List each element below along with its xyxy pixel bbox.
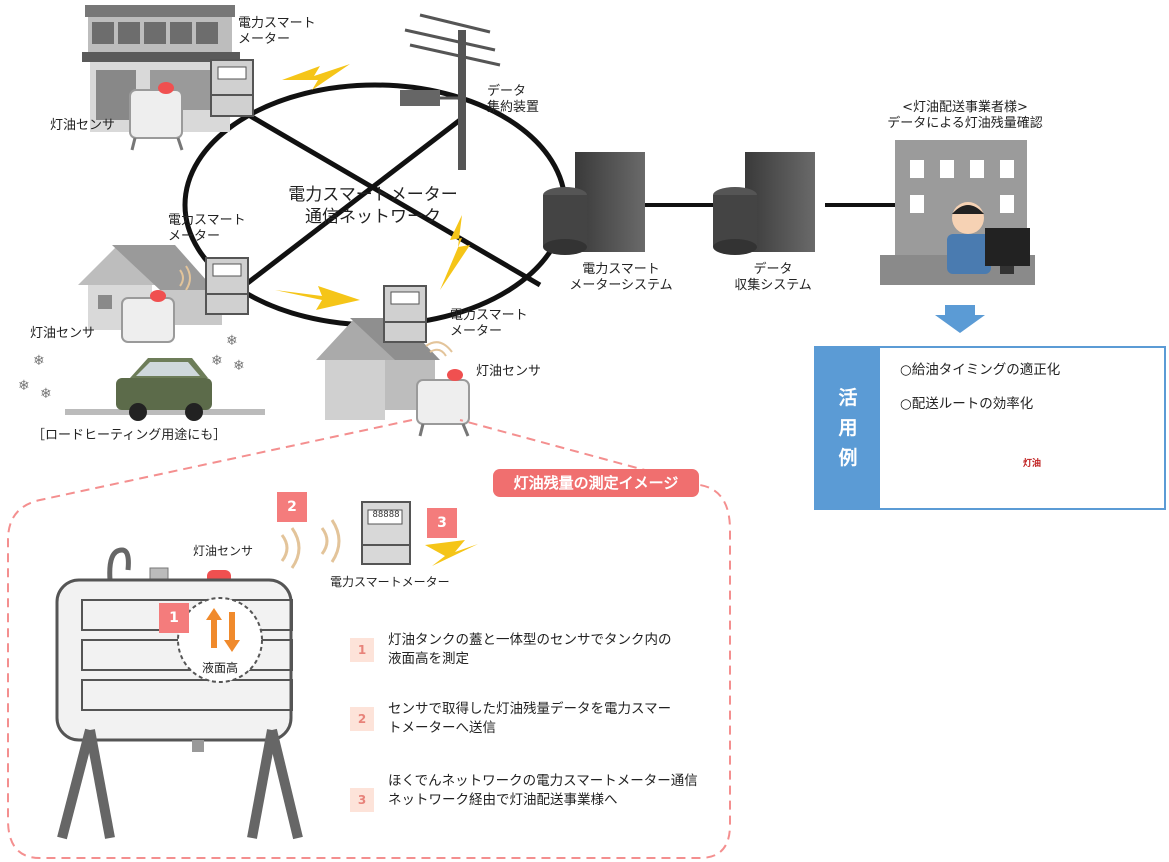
svg-text:❄: ❄ (233, 358, 245, 374)
measure-sensor-label: 灯油センサ (193, 544, 254, 558)
collector-label-line: 集約装置 (487, 100, 540, 115)
step-line: 液面高を測定 (388, 651, 469, 667)
server-icon (713, 152, 815, 255)
meter-label-line: メーター (238, 32, 291, 47)
step-text-3: ほくでんネットワークの電力スマートメーター通信 ネットワーク経由で灯油配送事業様… (388, 772, 698, 810)
meter-label-line: 電力スマート (238, 16, 316, 31)
meter-label-bottom: 電力スマート メーター (450, 308, 528, 340)
sensor-label-top: 灯油センサ (50, 118, 116, 133)
svg-text:❄: ❄ (226, 333, 238, 349)
server-icon (543, 152, 645, 255)
signal-wave-icon (280, 519, 341, 569)
system2-label-line: データ (753, 262, 793, 277)
kerosene-sensor-icon (121, 290, 175, 343)
step-badge-2: 2 (277, 492, 307, 522)
operator-icon (947, 202, 1030, 274)
sensor-label-bottom: 灯油センサ (476, 364, 542, 379)
smart-meter-icon (361, 501, 411, 565)
kerosene-tank-icon (55, 547, 303, 840)
lightning-icon (275, 64, 478, 566)
step-text-1: 灯油タンクの蓋と一体型のセンサでタンク内の 液面高を測定 (388, 631, 672, 669)
company-label-line: データによる灯油残量確認 (887, 116, 1043, 131)
level-arrow-icon (206, 608, 240, 652)
level-zoom (177, 597, 263, 683)
smart-meter-icon (210, 59, 254, 117)
usage-panel: 活 用 例 ○給油タイミングの適正化 ○配送ルートの効率化 (814, 346, 1166, 510)
usage-item: ○配送ルートの効率化 (900, 396, 1034, 412)
system1-label-line: 電力スマート (582, 262, 660, 277)
step-line: ほくでんネットワークの電力スマートメーター通信 (388, 773, 698, 789)
system1-label: 電力スマート メーターシステム (556, 262, 686, 294)
sensor-label-left: 灯油センサ (30, 326, 96, 341)
system2-label-line: 収集システム (734, 278, 812, 293)
car-icon (65, 358, 265, 421)
measure-frame (7, 419, 731, 859)
meter-display: 88888 (372, 510, 400, 520)
company-label-line: <灯油配送事業者様> (902, 100, 1028, 115)
network-link (238, 107, 542, 288)
usage-side-char: 活 (838, 387, 858, 409)
meter-label-top: 電力スマート メーター (238, 16, 316, 48)
measure-meter-label: 電力スマートメーター (330, 575, 450, 589)
usage-side-char: 用 (838, 417, 858, 439)
svg-text:❄: ❄ (40, 386, 52, 402)
road-heating-label: ［ロードヒーティング用途にも］ (32, 428, 227, 443)
usage-item: ○給油タイミングの適正化 (900, 362, 1061, 378)
network-link (243, 118, 462, 287)
meter-label-line: 電力スマート (168, 213, 246, 228)
step-text-2: センサで取得した灯油残量データを電力スマー トメーターへ送信 (388, 700, 671, 738)
step-number: 3 (350, 788, 374, 812)
system1-label-line: メーターシステム (569, 278, 673, 293)
signal-wave-icon (179, 265, 453, 357)
company-label: <灯油配送事業者様> データによる灯油残量確認 (880, 100, 1050, 132)
kerosene-sensor-icon (129, 82, 184, 151)
network-title-line2: 通信ネットワーク (305, 207, 441, 227)
meter-label-line: メーター (450, 324, 503, 339)
house-icon (316, 318, 440, 420)
usage-side-char: 例 (838, 447, 858, 469)
step-number: 2 (350, 707, 374, 731)
smart-meter-icon (383, 285, 427, 343)
step-badge-1: 1 (159, 603, 189, 633)
meter-label-line: メーター (168, 229, 221, 244)
down-arrow-icon (935, 305, 985, 333)
network-title-line1: 電力スマートメーター (288, 185, 458, 205)
kerosene-sensor-icon (416, 369, 470, 437)
collector-label-line: データ (487, 84, 527, 99)
smart-meter-icon (205, 257, 249, 315)
step-number: 1 (350, 638, 374, 662)
snowflake-icon: ❄❄❄ ❄❄❄ (18, 333, 245, 402)
antenna-pole-icon (400, 13, 501, 170)
step-line: ネットワーク経由で灯油配送事業様へ (388, 792, 618, 808)
svg-text:❄: ❄ (33, 353, 45, 369)
svg-text:❄: ❄ (18, 378, 30, 394)
system2-label: データ 収集システム (718, 262, 828, 294)
meter-label-left: 電力スマート メーター (168, 213, 246, 245)
step-badge-3: 3 (427, 508, 457, 538)
network-title: 電力スマートメーター 通信ネットワーク (268, 184, 478, 228)
svg-text:❄: ❄ (211, 353, 223, 369)
level-label: 液面高 (202, 661, 239, 675)
step-line: 灯油タンクの蓋と一体型のセンサでタンク内の (388, 632, 672, 648)
truck-logo-text: 灯油 (1023, 459, 1042, 469)
usage-side-label: 活 用 例 (816, 348, 880, 508)
step-line: センサで取得した灯油残量データを電力スマー (388, 701, 672, 717)
collector-label: データ 集約装置 (487, 84, 539, 116)
measure-title: 灯油残量の測定イメージ (493, 469, 699, 497)
step-line: トメーターへ送信 (388, 720, 496, 736)
meter-label-line: 電力スマート (450, 308, 528, 323)
